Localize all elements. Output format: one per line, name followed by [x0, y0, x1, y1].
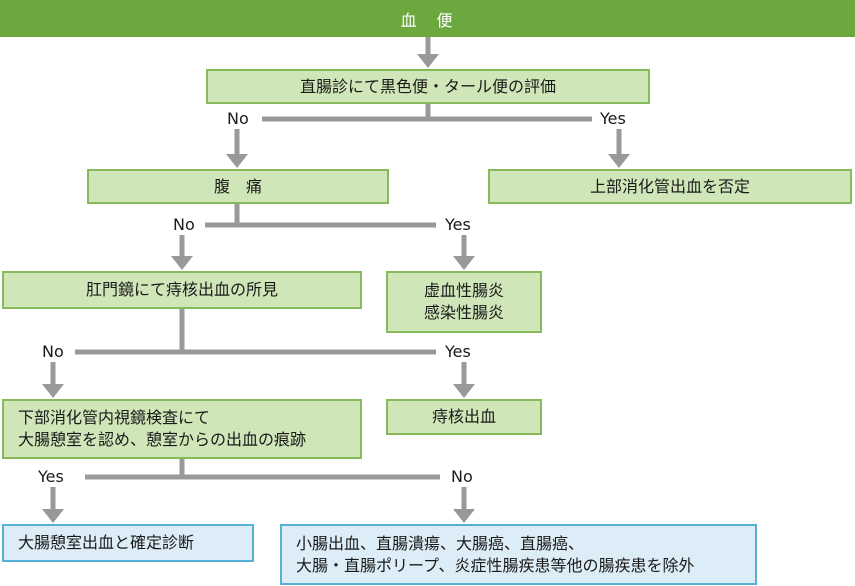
branch-label-no: No	[449, 467, 475, 487]
branch-label-yes: Yes	[443, 342, 473, 362]
branch-label-yes: Yes	[598, 109, 628, 129]
branch-label-no: No	[225, 109, 251, 129]
branch-label-yes: Yes	[36, 467, 66, 487]
node-abdominal-pain: 腹 痛	[87, 169, 389, 204]
node-ischemic-infectious-colitis: 虚血性腸炎 感染性腸炎	[386, 271, 542, 333]
branch-label-no: No	[171, 215, 197, 235]
branch-label-yes: Yes	[443, 215, 473, 235]
node-exclude-other-bowel-diseases: 小腸出血、直腸潰瘍、大腸癌、直腸癌、 大腸・直腸ポリープ、炎症性腸疾患等他の腸疾…	[280, 524, 757, 585]
flowchart-title: 血 便	[0, 0, 855, 37]
node-hemorrhoid-bleeding: 痔核出血	[386, 399, 542, 435]
node-upper-gi-exclusion: 上部消化管出血を否定	[488, 169, 852, 204]
branch-label-no: No	[40, 342, 66, 362]
node-colonoscopy-diverticula: 下部消化管内視鏡検査にて 大腸憩室を認め、憩室からの出血の痕跡	[2, 399, 362, 459]
node-anoscopy-hemorrhoid-finding: 肛門鏡にて痔核出血の所見	[2, 271, 362, 309]
node-tar-stool-evaluation: 直腸診にて黒色便・タール便の評価	[206, 69, 650, 104]
node-diverticular-bleeding-diagnosis: 大腸憩室出血と確定診断	[2, 524, 254, 562]
